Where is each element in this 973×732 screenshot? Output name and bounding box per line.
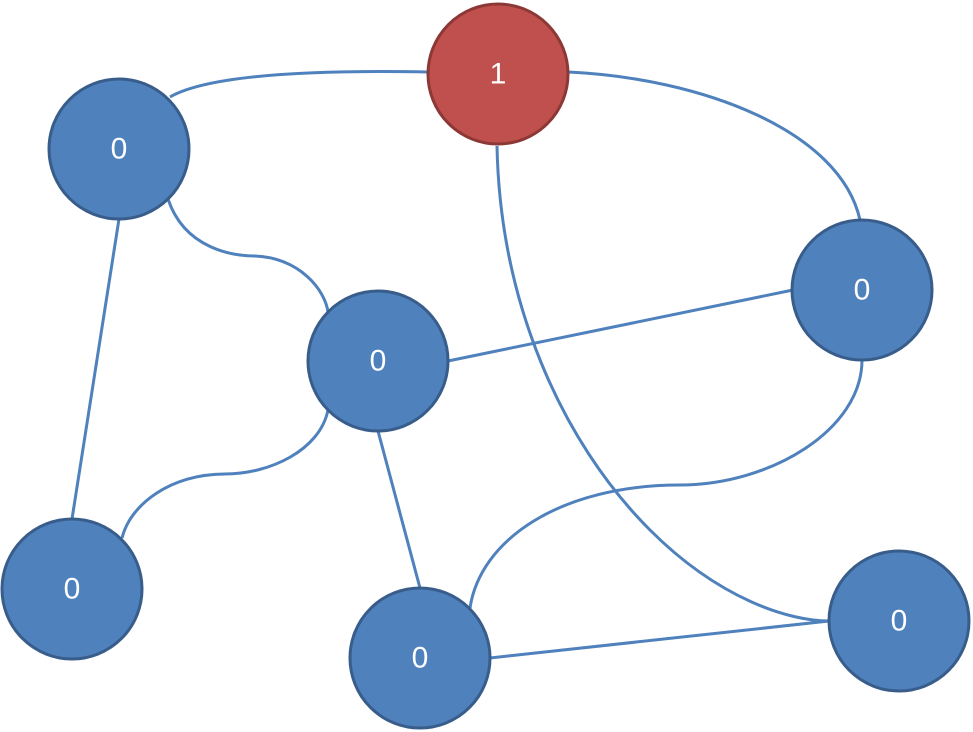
edge-n-center-to-n-left-lower	[120, 409, 330, 539]
edge-n-left-upper-to-n-center	[166, 198, 330, 313]
edge-n-center-to-n-bottom-center	[376, 430, 422, 589]
edge-n-top-to-n-left-upper	[169, 70, 429, 99]
node-n-right-upper: 0	[790, 218, 934, 362]
node-label: 0	[370, 345, 387, 378]
node-circle	[426, 2, 570, 146]
node-label: 0	[111, 133, 128, 166]
edge-n-center-to-n-right-upper	[447, 288, 794, 363]
edge-n-right-upper-to-n-bottom-center	[468, 359, 864, 609]
node-label: 0	[891, 605, 908, 638]
node-circle	[306, 289, 450, 433]
node-circle	[827, 549, 971, 693]
edges-layer	[70, 70, 864, 660]
node-circle	[348, 586, 492, 730]
node-n-left-lower: 0	[0, 517, 144, 661]
node-label: 0	[412, 642, 429, 675]
node-circle	[0, 517, 144, 661]
edge-n-bottom-center-to-n-right-lower	[489, 619, 830, 660]
node-n-center: 0	[306, 289, 450, 433]
edge-n-top-to-n-right-lower	[495, 145, 830, 623]
node-circle	[47, 77, 191, 221]
edge-n-top-to-n-right-upper	[567, 70, 862, 221]
node-n-left-upper: 0	[47, 77, 191, 221]
node-n-top: 1	[426, 2, 570, 146]
node-label: 0	[64, 573, 81, 606]
node-label: 0	[854, 274, 871, 307]
node-label: 1	[490, 58, 507, 91]
node-n-bottom-center: 0	[348, 586, 492, 730]
node-n-right-lower: 0	[827, 549, 971, 693]
node-circle	[790, 218, 934, 362]
edge-n-left-upper-to-n-left-lower	[70, 218, 121, 520]
